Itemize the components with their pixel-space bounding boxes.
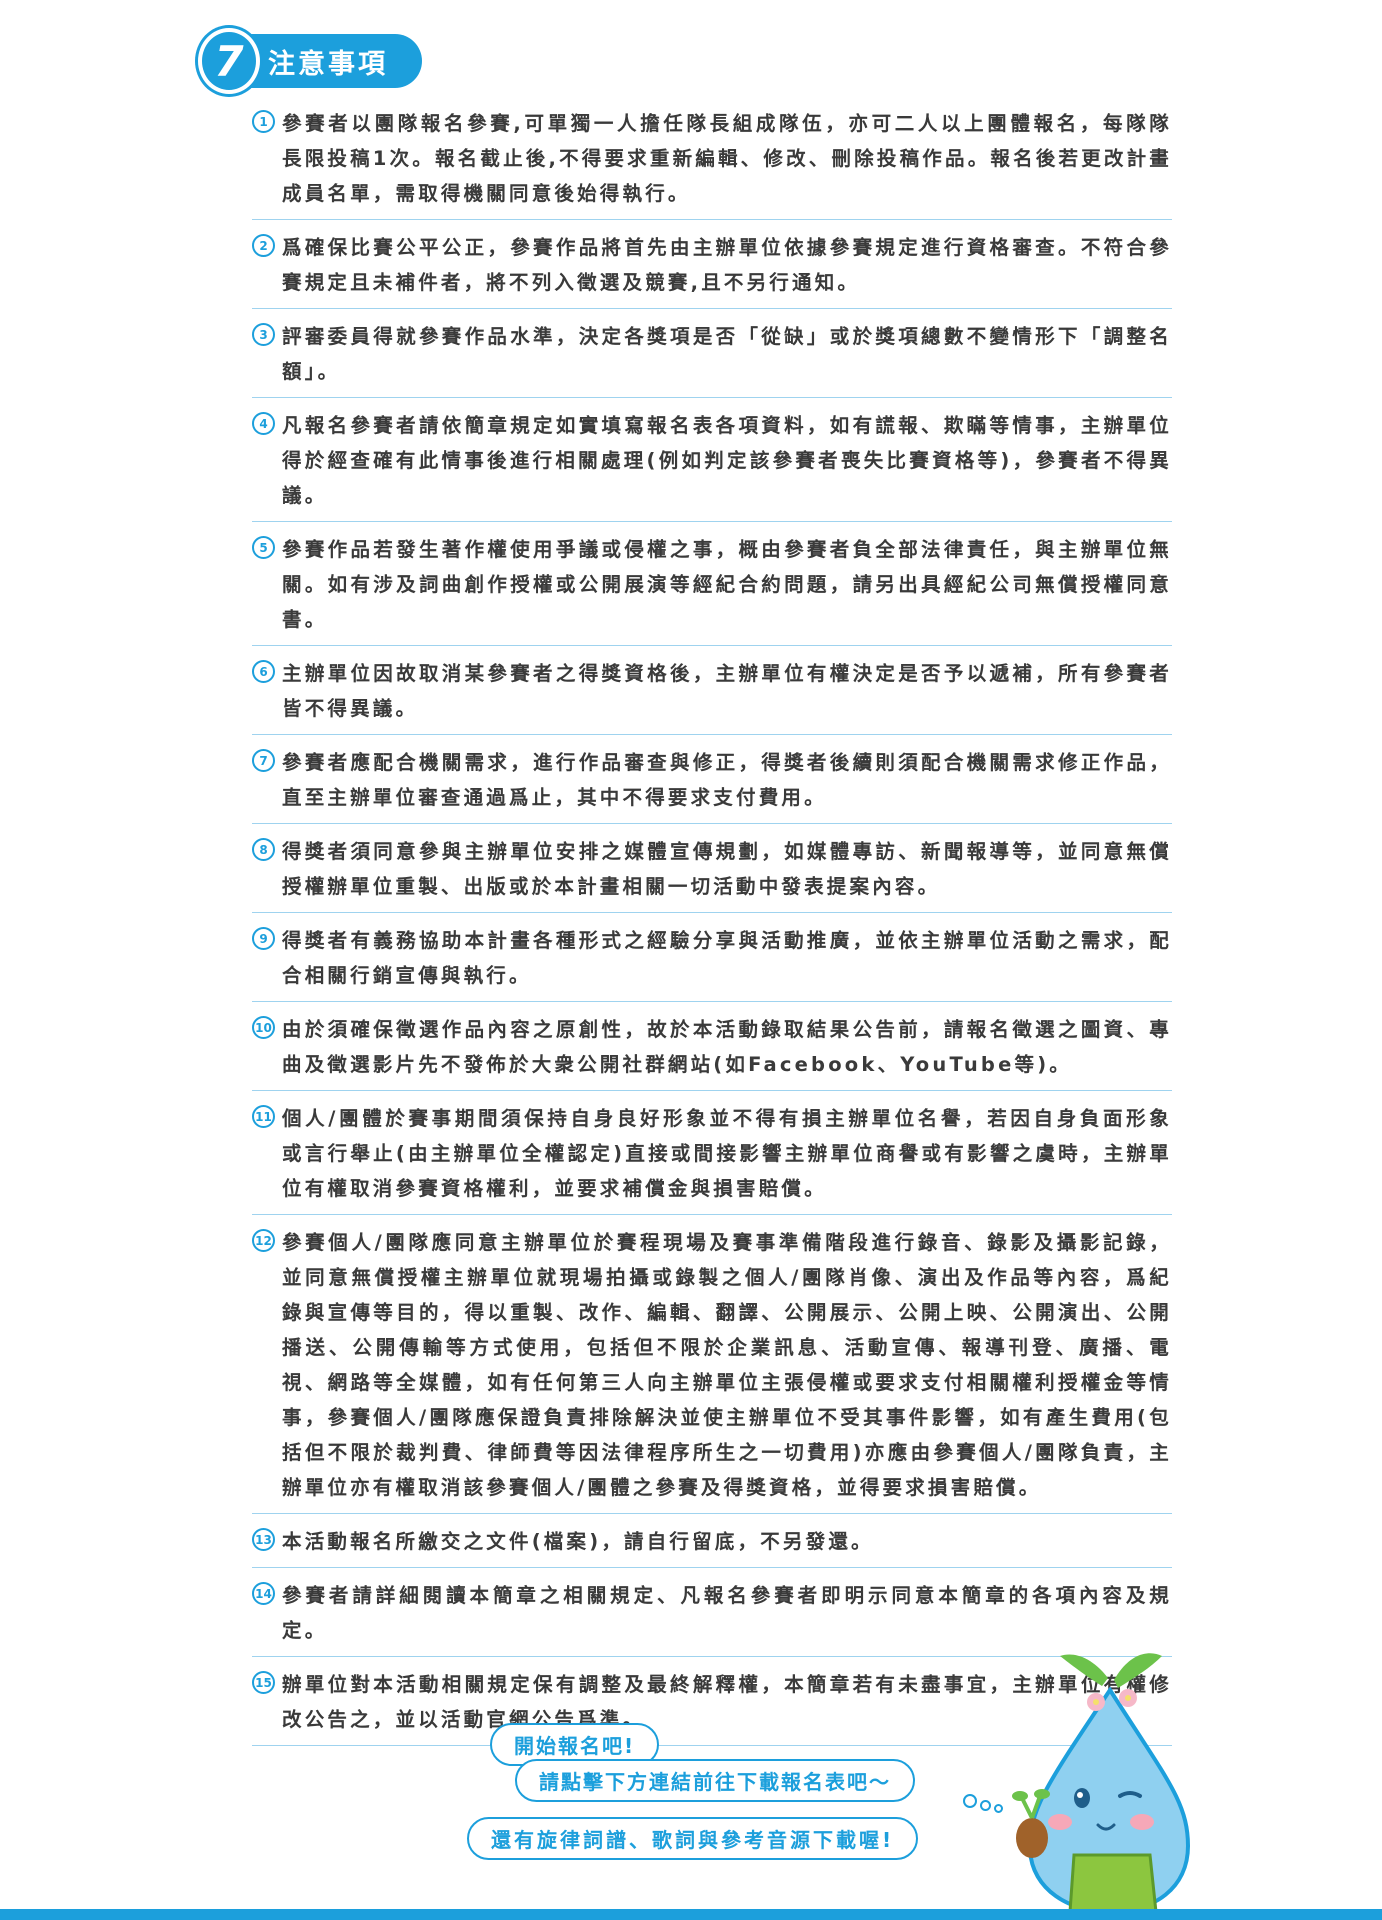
section-title: 注意事項 <box>268 48 388 80</box>
section-header: 7 注意事項 <box>198 28 422 94</box>
note-text: 得獎者須同意參與主辦單位安排之媒體宣傳規劃，如媒體專訪、新聞報導等，並同意無償授… <box>282 840 1172 898</box>
note-number-badge: 4 <box>252 412 275 435</box>
download-form-link[interactable]: 請點擊下方連結前往下載報名表吧～ <box>515 1759 915 1802</box>
thought-dot <box>980 1800 991 1811</box>
note-text: 凡報名參賽者請依簡章規定如實填寫報名表各項資料，如有謊報、欺瞞等情事，主辦單位得… <box>282 414 1172 507</box>
bottom-accent-bar <box>0 1909 1382 1920</box>
note-text: 個人/團體於賽事期間須保持自身良好形象並不得有損主辦單位名譽，若因自身負面形象或… <box>282 1107 1172 1200</box>
note-number-badge: 15 <box>252 1671 275 1694</box>
note-number-badge: 9 <box>252 927 275 950</box>
note-item: 9 得獎者有義務協助本計畫各種形式之經驗分享與活動推廣，並依主辦單位活動之需求，配… <box>252 917 1172 1002</box>
notes-list: 1 參賽者以團隊報名參賽,可單獨一人擔任隊長組成隊伍，亦可二人以上團體報名，每隊隊… <box>252 100 1172 1750</box>
note-text: 參賽者請詳細閱讀本簡章之相關規定、凡報名參賽者即明示同意本簡章的各項內容及規定。 <box>282 1584 1172 1642</box>
thought-dot <box>994 1804 1003 1813</box>
note-text: 由於須確保徵選作品內容之原創性，故於本活動錄取結果公告前，請報名徵選之圖資、專曲… <box>282 1018 1172 1076</box>
note-item: 7 參賽者應配合機關需求，進行作品審查與修正，得獎者後續則須配合機關需求修正作品，… <box>252 739 1172 824</box>
note-item: 14 參賽者請詳細閱讀本簡章之相關規定、凡報名參賽者即明示同意本簡章的各項內容及規… <box>252 1572 1172 1657</box>
note-item: 3 評審委員得就參賽作品水準，決定各獎項是否「從缺」或於獎項總數不變情形下「調整名… <box>252 313 1172 398</box>
note-number-badge: 12 <box>252 1229 275 1252</box>
note-number-badge: 7 <box>252 749 275 772</box>
note-number-badge: 2 <box>252 234 275 257</box>
note-number-badge: 1 <box>252 110 275 133</box>
section-number-badge: 7 <box>198 28 260 94</box>
note-text: 參賽作品若發生著作權使用爭議或侵權之事，概由參賽者負全部法律責任，與主辦單位無關… <box>282 538 1172 631</box>
note-number-badge: 10 <box>252 1016 275 1039</box>
note-item: 10 由於須確保徵選作品內容之原創性，故於本活動錄取結果公告前，請報名徵選之圖資、… <box>252 1006 1172 1091</box>
note-text: 參賽者以團隊報名參賽,可單獨一人擔任隊長組成隊伍，亦可二人以上團體報名，每隊隊長… <box>282 112 1172 205</box>
note-item: 2 爲確保比賽公平公正，參賽作品將首先由主辦單位依據參賽規定進行資格審查。不符合參… <box>252 224 1172 309</box>
note-number-badge: 14 <box>252 1582 275 1605</box>
note-item: 5 參賽作品若發生著作權使用爭議或侵權之事，概由參賽者負全部法律責任，與主辦單位無… <box>252 526 1172 646</box>
download-melody-link[interactable]: 還有旋律詞譜、歌詞與參考音源下載喔! <box>467 1817 919 1860</box>
note-item: 4 凡報名參賽者請依簡章規定如實填寫報名表各項資料，如有謊報、欺瞞等情事，主辦單位… <box>252 402 1172 522</box>
note-number-badge: 13 <box>252 1528 275 1551</box>
note-text: 評審委員得就參賽作品水準，決定各獎項是否「從缺」或於獎項總數不變情形下「調整名額… <box>282 325 1172 383</box>
note-number-badge: 11 <box>252 1105 275 1128</box>
note-item: 6 主辦單位因故取消某參賽者之得獎資格後，主辦單位有權決定是否予以遞補，所有參賽者… <box>252 650 1172 735</box>
note-text: 參賽個人/團隊應同意主辦單位於賽程現場及賽事準備階段進行錄音、錄影及攝影記錄，並… <box>282 1231 1172 1499</box>
note-item: 11 個人/團體於賽事期間須保持自身良好形象並不得有損主辦單位名譽，若因自身負面形… <box>252 1095 1172 1215</box>
thought-dot <box>963 1794 977 1808</box>
note-number-badge: 6 <box>252 660 275 683</box>
note-number-badge: 5 <box>252 536 275 559</box>
note-item: 8 得獎者須同意參與主辦單位安排之媒體宣傳規劃，如媒體專訪、新聞報導等，並同意無償… <box>252 828 1172 913</box>
note-item: 12 參賽個人/團隊應同意主辦單位於賽程現場及賽事準備階段進行錄音、錄影及攝影記錄… <box>252 1219 1172 1514</box>
water-drop-mascot-icon <box>1012 1653 1191 1915</box>
note-number-badge: 8 <box>252 838 275 861</box>
note-text: 得獎者有義務協助本計畫各種形式之經驗分享與活動推廣，並依主辦單位活動之需求，配合… <box>282 929 1172 987</box>
note-item: 1 參賽者以團隊報名參賽,可單獨一人擔任隊長組成隊伍，亦可二人以上團體報名，每隊隊… <box>252 100 1172 220</box>
note-text: 爲確保比賽公平公正，參賽作品將首先由主辦單位依據參賽規定進行資格審查。不符合參賽… <box>282 236 1172 294</box>
section-title-pill: 7 注意事項 <box>198 28 422 94</box>
note-item: 13 本活動報名所繳交之文件(檔案)，請自行留底，不另發還。 <box>252 1518 1172 1568</box>
note-text: 主辦單位因故取消某參賽者之得獎資格後，主辦單位有權決定是否予以遞補，所有參賽者皆… <box>282 662 1172 720</box>
note-text: 參賽者應配合機關需求，進行作品審查與修正，得獎者後續則須配合機關需求修正作品，直… <box>282 751 1172 809</box>
note-number-badge: 3 <box>252 323 275 346</box>
note-text: 本活動報名所繳交之文件(檔案)，請自行留底，不另發還。 <box>282 1530 874 1553</box>
